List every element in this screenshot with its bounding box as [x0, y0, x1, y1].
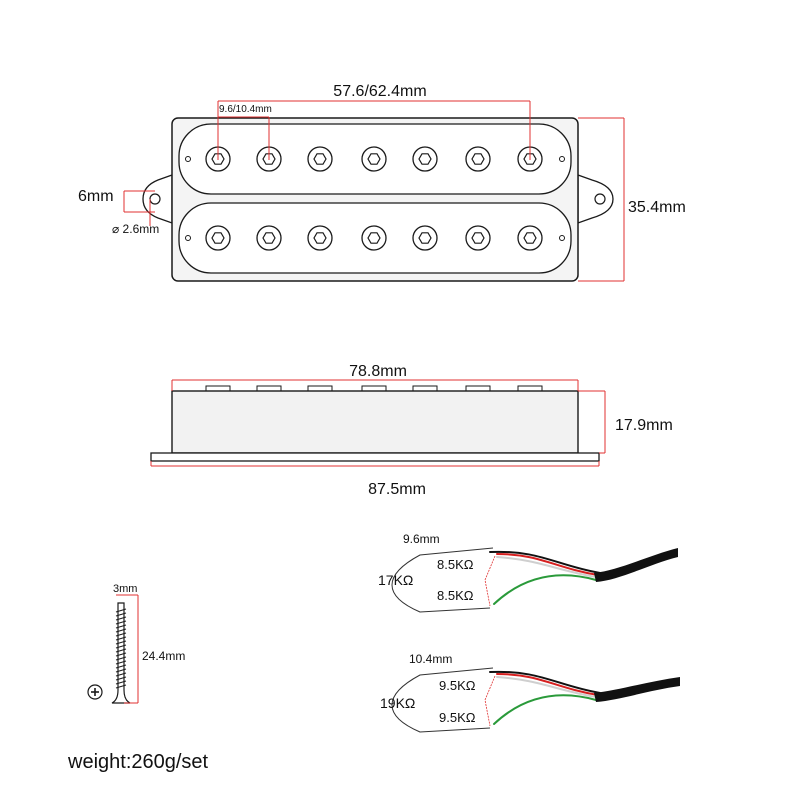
spacing-label: 10.4mm [409, 652, 452, 666]
frame-screw-dot [185, 156, 191, 162]
pole-piece [465, 225, 491, 251]
wire-bundle [489, 550, 601, 605]
pole-top [205, 385, 231, 392]
pole-piece [361, 225, 387, 251]
coil-outline [391, 667, 494, 733]
coil-outline [391, 547, 494, 613]
wire-red [496, 673, 599, 696]
pole-piece [465, 146, 491, 172]
cable-sheath [594, 677, 680, 702]
coil-upper-resistance: 9.5KΩ [439, 678, 476, 693]
frame-screw-dot [185, 235, 191, 241]
mounting-hole-left [149, 193, 161, 205]
pole-top [412, 385, 438, 392]
pole-tops [205, 385, 543, 392]
pole-top [465, 385, 491, 392]
body-length-label: 78.8mm [349, 363, 407, 380]
frame-screw-dot [559, 235, 565, 241]
pole-piece [307, 146, 333, 172]
dim-screw [116, 594, 139, 704]
dim-base-length [150, 461, 600, 467]
dim-tab-width [123, 190, 155, 226]
screw-threads [115, 608, 127, 689]
weight-label: weight:260g/set [68, 751, 209, 773]
base-length-label: 87.5mm [368, 481, 426, 498]
dim-body-height [578, 390, 606, 454]
hole-diameter-label: ⌀ 2.6mm [112, 222, 159, 236]
pole-top [361, 385, 387, 392]
pole-pitch-label: 9.6/10.4mm [219, 104, 272, 115]
wire-white [496, 556, 597, 578]
side-body [171, 390, 579, 454]
wiring-diagram-b: 10.4mm 19KΩ 9.5KΩ 9.5KΩ [380, 652, 680, 733]
height-label: 35.4mm [628, 199, 686, 216]
pole-piece [256, 225, 282, 251]
pole-piece [361, 146, 387, 172]
total-resistance-label: 17KΩ [378, 572, 413, 588]
pole-piece [517, 225, 543, 251]
wire-red [496, 553, 599, 576]
wire-bundle [489, 670, 601, 725]
side-base-plate [150, 452, 600, 462]
screw-length-label: 24.4mm [142, 649, 185, 663]
wire-white [496, 676, 597, 698]
spacing-label: 9.6mm [403, 532, 440, 546]
tab-width-label: 6mm [78, 188, 114, 205]
pole-piece [412, 225, 438, 251]
pole-top [517, 385, 543, 392]
pole-piece [205, 225, 231, 251]
wire-green [493, 694, 597, 725]
pole-top [256, 385, 282, 392]
side-view: 78.8mm 17.9mm 87.5mm [150, 363, 673, 498]
top-view: 57.6/62.4mm 9.6/10.4mm 6mm ⌀ 2.6mm 35.4m… [78, 83, 686, 282]
wiring-diagram-a: 9.6mm 17KΩ 8.5KΩ 8.5KΩ [378, 532, 678, 613]
pole-top [307, 385, 333, 392]
pole-piece [307, 225, 333, 251]
dim-body-length [171, 379, 579, 391]
coil-upper-resistance: 8.5KΩ [437, 557, 474, 572]
wire-black-outer [489, 670, 601, 694]
wire-green [493, 574, 597, 605]
mounting-screw: 3mm 24.4mm [87, 583, 185, 704]
dim-height [578, 117, 625, 282]
pole-spacing-label: 57.6/62.4mm [333, 83, 426, 100]
pole-row-lower [205, 225, 543, 251]
coil-lower-resistance: 9.5KΩ [439, 710, 476, 725]
body-height-label: 17.9mm [615, 417, 673, 434]
phillips-head-icon [87, 684, 103, 700]
dim-pole-spacing [217, 100, 531, 160]
frame-screw-dot [559, 156, 565, 162]
screw-head-label: 3mm [113, 583, 137, 595]
wire-black-outer [489, 550, 601, 574]
coil-lower-resistance: 8.5KΩ [437, 588, 474, 603]
total-resistance-label: 19KΩ [380, 695, 415, 711]
mounting-hole-right [594, 193, 606, 205]
pole-piece [412, 146, 438, 172]
cable-sheath [594, 548, 678, 582]
